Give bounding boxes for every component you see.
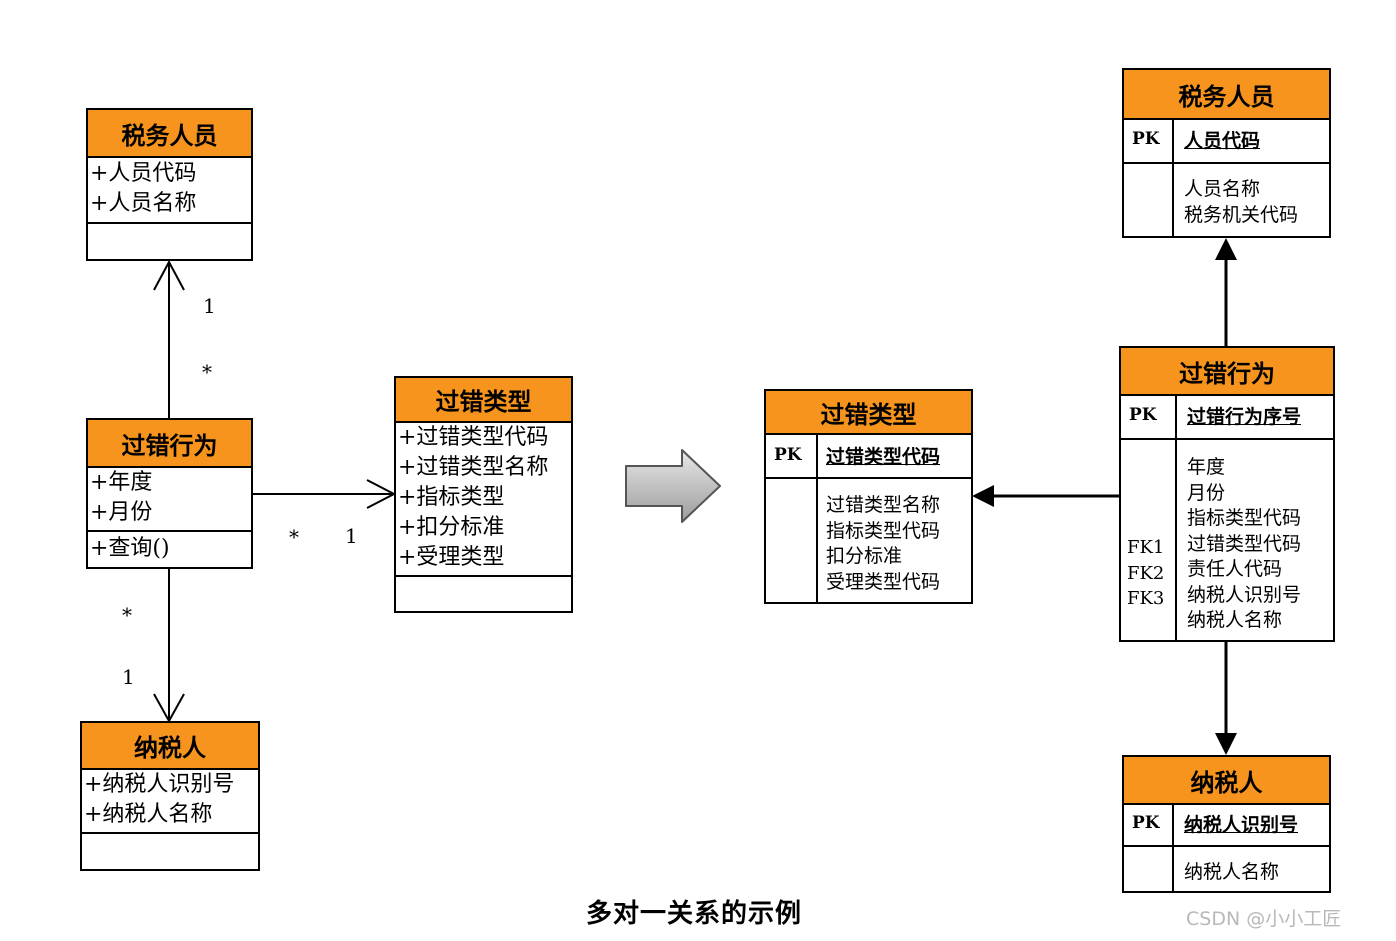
pk-field: 过错行为序号 <box>1187 406 1302 428</box>
uml-assoc-behavior-staff <box>153 259 185 418</box>
uml-assoc-behavior-errtype <box>253 479 397 509</box>
fk-label: FK3 <box>1127 588 1165 609</box>
uml-class-behavior-ops: +查询() <box>88 532 251 567</box>
attr: +纳税人识别号 <box>84 772 235 797</box>
field: 年度 <box>1187 456 1226 478</box>
field: 指标类型代码 <box>826 519 941 542</box>
field: 人员名称 <box>1184 178 1261 200</box>
multiplicity-label: * <box>202 360 212 384</box>
uml-class-errtype-title: 过错类型 <box>396 378 571 423</box>
field: 月份 <box>1187 481 1226 504</box>
uml-class-staff: 税务人员 +人员代码 +人员名称 <box>86 108 253 261</box>
attr: +纳税人名称 <box>84 802 213 827</box>
field: 税务机关代码 <box>1184 204 1299 226</box>
pk-label: PK <box>1124 805 1174 845</box>
uml-class-errtype-ops <box>396 577 571 611</box>
uml-class-staff-title: 税务人员 <box>88 110 251 158</box>
multiplicity-label: 1 <box>345 524 358 548</box>
pk-label: PK <box>1124 120 1174 162</box>
pk-field: 人员代码 <box>1184 130 1261 152</box>
operation: +查询() <box>90 536 170 561</box>
field: 纳税人名称 <box>1184 861 1280 883</box>
uml-class-behavior-title: 过错行为 <box>88 420 251 468</box>
er-fields-row: 过错类型名称 指标类型代码 扣分标准 受理类型代码 <box>766 479 971 602</box>
field: 过错类型名称 <box>826 494 941 516</box>
field: 责任人代码 <box>1187 558 1283 580</box>
field: 纳税人名称 <box>1187 609 1283 631</box>
attr: +人员名称 <box>90 191 197 216</box>
multiplicity-label: * <box>289 525 299 549</box>
uml-assoc-behavior-taxpayer <box>153 568 185 724</box>
multiplicity-label: 1 <box>203 294 216 318</box>
uml-class-errtype: 过错类型 +过错类型代码 +过错类型名称 +指标类型 +扣分标准 +受理类型 <box>394 376 573 613</box>
er-table-staff-title: 税务人员 <box>1124 70 1329 120</box>
multiplicity-label: * <box>122 603 132 627</box>
field: 过错类型代码 <box>1187 532 1302 555</box>
uml-class-taxpayer-title: 纳税人 <box>82 723 258 770</box>
attr: +过错类型代码 <box>398 425 549 450</box>
er-fk-behavior-errtype <box>972 485 1119 507</box>
er-fk-behavior-staff <box>1215 238 1237 346</box>
er-pk-row: PK 人员代码 <box>1124 120 1329 164</box>
er-table-behavior: 过错行为 PK 过错行为序号 FK1 FK2 FK3 年度 月份 指标类型代码 … <box>1119 346 1335 642</box>
er-pk-row: PK 过错行为序号 <box>1121 396 1333 440</box>
attr: +指标类型 <box>398 485 505 510</box>
er-pk-row: PK 纳税人识别号 <box>1124 805 1329 847</box>
pk-label: PK <box>766 435 818 477</box>
attr: +受理类型 <box>398 545 505 570</box>
uml-class-taxpayer: 纳税人 +纳税人识别号 +纳税人名称 <box>80 721 260 871</box>
er-table-errtype-title: 过错类型 <box>766 391 971 435</box>
er-table-taxpayer-title: 纳税人 <box>1124 757 1329 805</box>
pk-label: PK <box>1121 396 1177 438</box>
pk-field: 过错类型代码 <box>826 446 941 468</box>
field: 纳税人识别号 <box>1187 583 1302 606</box>
er-table-taxpayer: 纳税人 PK 纳税人识别号 纳税人名称 <box>1122 755 1331 893</box>
er-fields-row: 纳税人名称 <box>1124 847 1329 891</box>
uml-class-errtype-attrs: +过错类型代码 +过错类型名称 +指标类型 +扣分标准 +受理类型 <box>396 423 571 577</box>
field: 受理类型代码 <box>826 570 941 593</box>
field: 扣分标准 <box>826 545 903 567</box>
uml-class-taxpayer-attrs: +纳税人识别号 +纳税人名称 <box>82 770 258 834</box>
field: 指标类型代码 <box>1187 507 1302 529</box>
multiplicity-label: 1 <box>122 665 135 689</box>
fk-label: FK1 <box>1127 537 1165 558</box>
uml-class-behavior: 过错行为 +年度 +月份 +查询() <box>86 418 253 569</box>
attr: +扣分标准 <box>398 515 505 540</box>
er-fields-row: 人员名称 税务机关代码 <box>1124 164 1329 236</box>
fk-label: FK2 <box>1127 562 1165 584</box>
uml-class-taxpayer-ops <box>82 834 258 869</box>
attr: +人员代码 <box>90 161 197 186</box>
uml-class-staff-ops <box>88 224 251 259</box>
er-fields-row: FK1 FK2 FK3 年度 月份 指标类型代码 过错类型代码 责任人代码 纳税… <box>1121 440 1333 640</box>
attr: +年度 <box>90 470 153 495</box>
er-table-behavior-title: 过错行为 <box>1121 348 1333 396</box>
uml-class-staff-attrs: +人员代码 +人员名称 <box>88 158 251 224</box>
uml-class-behavior-attrs: +年度 +月份 <box>88 468 251 532</box>
er-table-staff: 税务人员 PK 人员代码 人员名称 税务机关代码 <box>1122 68 1331 238</box>
er-table-errtype: 过错类型 PK 过错类型代码 过错类型名称 指标类型代码 扣分标准 受理类型代码 <box>764 389 973 604</box>
er-fk-behavior-taxpayer <box>1215 642 1237 755</box>
figure-caption: 多对一关系的示例 <box>586 899 803 929</box>
attr: +月份 <box>90 500 153 525</box>
watermark: CSDN @小小工匠 <box>1186 908 1342 930</box>
transform-arrow-icon <box>625 449 721 523</box>
er-pk-row: PK 过错类型代码 <box>766 435 971 479</box>
pk-field: 纳税人识别号 <box>1184 814 1299 836</box>
attr: +过错类型名称 <box>398 455 549 480</box>
